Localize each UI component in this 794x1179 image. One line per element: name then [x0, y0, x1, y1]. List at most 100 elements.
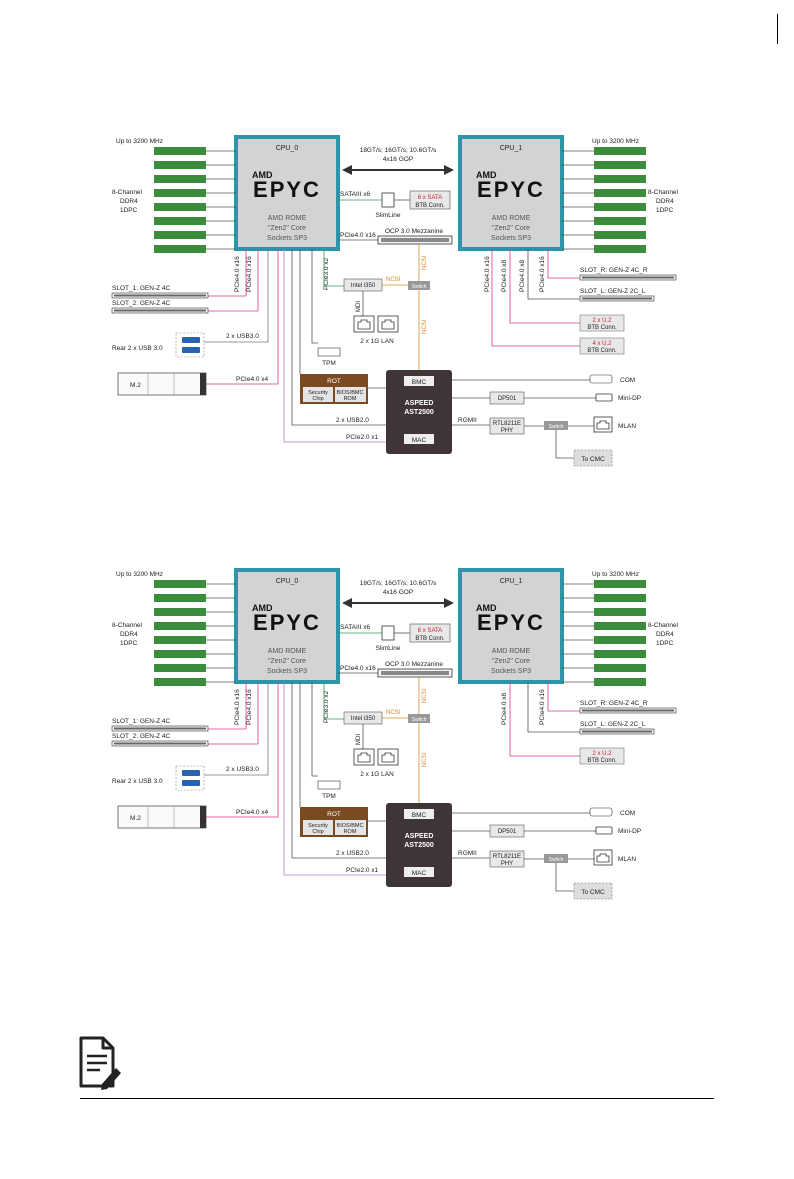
ocp-bus: PCIe4.0 x16: [340, 665, 376, 672]
pcie-slot-1: SLOT_1: GEN-Z 4C: [111, 285, 209, 299]
dimm-right: [562, 245, 646, 253]
rgmii-label: RGMII: [458, 417, 477, 424]
usb-rear-label: Rear 2 x USB 3.0: [112, 345, 163, 352]
right-bus-2: PCIe4.0 x8: [501, 259, 508, 292]
rot-chip-2: Chip: [312, 396, 323, 402]
u2-b-line1: 4 x U.2: [592, 341, 612, 347]
cpu1-desc3: Sockets SP3: [491, 668, 531, 675]
dimm-left: [154, 594, 236, 602]
mem-left-channel: 8-Channel: [112, 189, 143, 196]
dimm-left: [154, 147, 236, 155]
ocp-label: OCP 3.0 Mezzanine: [385, 228, 443, 235]
mem-right-dpc: 1DPC: [656, 207, 674, 214]
rot-chip-2: Chip: [312, 829, 323, 835]
right-bus-1: PCIe4.0 x8: [501, 692, 508, 725]
rot-rom-1: BIOS/BMC: [337, 390, 364, 396]
cpu0-title: CPU_0: [276, 145, 299, 152]
mem-left-freq: Up to 3200 MHz: [116, 571, 163, 578]
block-diagram-1: CPU_0 AMD EPYC AMD ROME "Zen2" Core Sock…: [111, 135, 679, 467]
top-rule-mark: [777, 14, 778, 44]
note-pencil-icon: [79, 1036, 121, 1090]
slot-l-label: SLOT_L: GEN-Z 2C_L: [580, 721, 646, 728]
phy-label-1: RTL8211E: [493, 421, 521, 427]
mem-right-freq: Up to 3200 MHz: [592, 571, 639, 578]
memory-right: Up to 3200 MHz 8-Channel DDR4 1DPC: [592, 138, 679, 214]
cpu1-desc1: AMD ROME: [492, 648, 531, 655]
cpu0-desc3: Sockets SP3: [267, 235, 307, 242]
link-gop: 4x16 GOP: [383, 589, 413, 596]
dimm-left: [154, 175, 236, 183]
m2-slot: M.2 PCIe4.0 x4: [117, 682, 279, 829]
bmc-io: COM DP501 Mini-DP RGMII RTL8211E PHY Swi…: [452, 374, 641, 467]
mdi-label: MDI: [356, 301, 362, 312]
dimm-right: [562, 622, 646, 630]
bmc-name-1: ASPEED: [405, 400, 434, 407]
mem-left-dpc: 1DPC: [120, 640, 138, 647]
sata-box-line1: 6 x SATA: [418, 628, 442, 634]
slot1-label: SLOT_1: GEN-Z 4C: [112, 285, 170, 292]
dimm-left: [154, 664, 236, 672]
slot2-label: SLOT_2: GEN-Z 4C: [112, 300, 170, 307]
left-bus-1: PCIe4.0 x16: [234, 256, 241, 292]
mem-right-channel: 8-Channel: [648, 189, 679, 196]
mini-dp-label: Mini-DP: [618, 828, 641, 835]
cpu1-desc1: AMD ROME: [492, 215, 531, 222]
rear-usb: Rear 2 x USB 3.0 2 x USB3.0: [112, 249, 269, 358]
mem-right-dpc: 1DPC: [656, 640, 674, 647]
rot-chip-1: Security: [308, 823, 328, 829]
u2-a-line1: 2 x U.2: [592, 751, 612, 757]
sata-box-line2: BTB Conn.: [415, 636, 445, 642]
lan-label: 2 x 1G LAN: [360, 771, 394, 778]
usb-bus-label: 2 x USB3.0: [226, 333, 259, 340]
cpu1-desc2: "Zen2" Core: [492, 658, 530, 665]
u2-a-line2: BTB Conn.: [587, 325, 617, 331]
bmc-chip: BMC ASPEED AST2500 MAC: [386, 370, 452, 454]
cpu0-block: CPU_0 AMD EPYC AMD ROME "Zen2" Core Sock…: [234, 135, 340, 251]
ncsi-v1-label: NCSI: [422, 688, 428, 703]
m2-bus: PCIe4.0 x4: [236, 376, 269, 383]
left-pcie-buses: PCIe4.0 x16 PCIe4.0 x16: [208, 249, 259, 312]
pcie-slot-2: SLOT_2: GEN-Z 4C: [111, 300, 209, 314]
mem-right-type: DDR4: [656, 198, 674, 205]
com-label: COM: [620, 810, 635, 817]
bmc-mac-label: MAC: [412, 870, 427, 877]
pcie2-bus: PCIe2.0 x1: [346, 434, 379, 441]
u2-b-line2: BTB Conn.: [587, 348, 617, 354]
rgmii-label: RGMII: [458, 850, 477, 857]
right-bus-1: PCIe4.0 x16: [484, 256, 491, 292]
cpu-interconnect: 18GT/s; 16GT/s; 10.6GT/s 4x16 GOP: [342, 580, 454, 608]
rear-usb: Rear 2 x USB 3.0 2 x USB3.0: [112, 682, 269, 791]
sata-connector: SATAIII x6 6 x SATA BTB Conn. SlimLine: [338, 190, 451, 219]
bmc-name-2: AST2500: [404, 409, 434, 416]
epyc-logo: EPYC: [253, 610, 321, 635]
rot-rom-1: BIOS/BMC: [337, 823, 364, 829]
bmc-host-links: 2 x USB2.0 PCIe2.0 x1: [283, 682, 386, 876]
mem-left-channel: 8-Channel: [112, 622, 143, 629]
ncsi-v1-label: NCSI: [422, 255, 428, 270]
right-bus-3: PCIe4.0 x8: [519, 259, 526, 292]
pcie-slot-l: SLOT_L: GEN-Z 2C_L: [579, 721, 655, 735]
right-bus-2: PCIe4.0 x16: [539, 689, 546, 725]
tpm-rot: TPM ROT Security Chip BIOS/BMC ROM: [299, 682, 386, 837]
sata-box-line2: BTB Conn.: [415, 203, 445, 209]
dimm-left: [154, 189, 236, 197]
m2-label: M.2: [130, 382, 141, 389]
pcie-slot-2: SLOT_2: GEN-Z 4C: [111, 733, 209, 747]
dimm-left: [154, 217, 236, 225]
cpu1-title: CPU_1: [500, 145, 523, 152]
dp-chip-label: DP501: [498, 829, 517, 835]
dimm-left: [154, 622, 236, 630]
memory-left: Up to 3200 MHz 8-Channel DDR4 1DPC: [112, 138, 163, 214]
slot-l-label: SLOT_L: GEN-Z 2C_L: [580, 288, 646, 295]
dimm-left: [154, 650, 236, 658]
bmc-mac-label: MAC: [412, 437, 427, 444]
lan-label: 2 x 1G LAN: [360, 338, 394, 345]
cpu0-block: CPU_0 AMD EPYC AMD ROME "Zen2" Core Sock…: [234, 568, 340, 684]
lan-bus: PCIe3.0 x2: [323, 257, 330, 290]
lan-section: PCIe3.0 x2 Intel i350 NCSI Switch NCSI N…: [323, 677, 430, 803]
dimm-right: [562, 678, 646, 686]
mlan-label: MLAN: [618, 856, 636, 863]
ocp-mezzanine: PCIe4.0 x16 OCP 3.0 Mezzanine: [338, 228, 453, 245]
mlan-switch-label: Switch: [549, 424, 564, 430]
rot-title: ROT: [327, 811, 341, 818]
